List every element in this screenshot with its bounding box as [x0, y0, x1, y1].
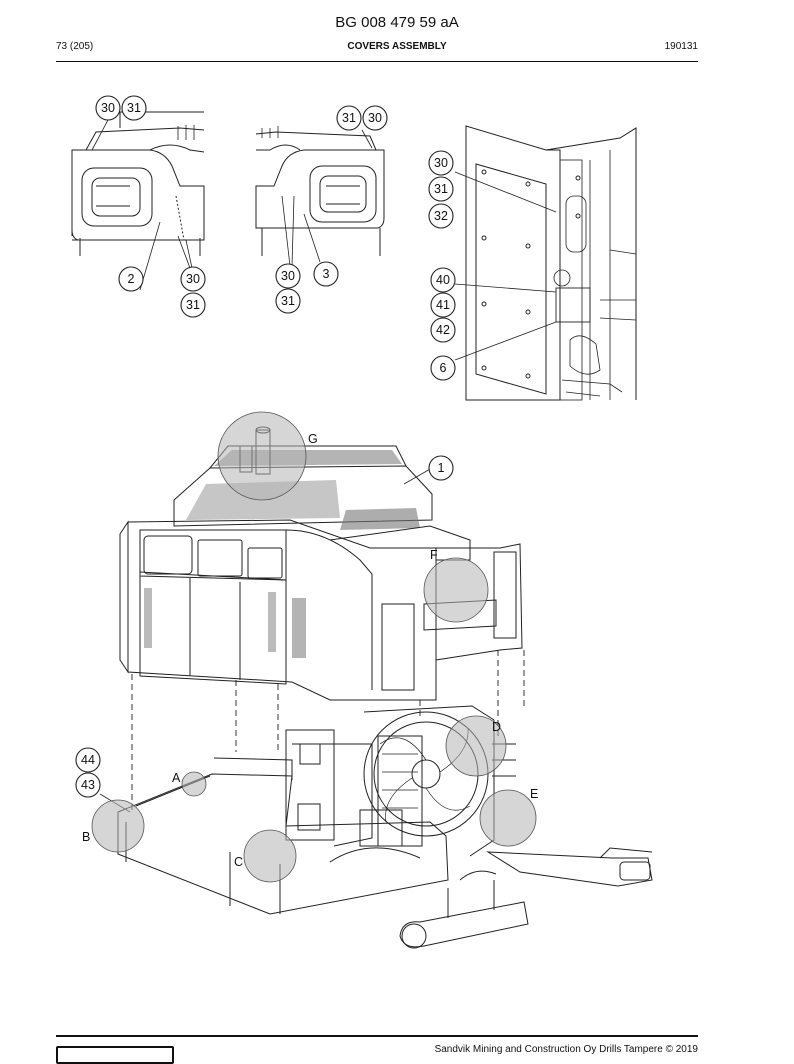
detail-view-left — [71, 111, 205, 291]
detail-circle-e — [479, 789, 537, 847]
callout-31-mid-bottom: 31 — [275, 288, 301, 314]
svg-text:1: 1 — [438, 461, 445, 475]
page-number: 73 (205) — [56, 41, 94, 52]
copyright: Sandvik Mining and Construction Oy Drill… — [434, 1044, 698, 1055]
svg-text:31: 31 — [186, 298, 200, 312]
callout-41: 41 — [430, 292, 456, 318]
svg-text:44: 44 — [81, 753, 95, 767]
detail-letter-b: B — [82, 830, 90, 844]
callout-31-mid-top: 31 — [336, 105, 362, 131]
detail-circle-g — [217, 411, 307, 501]
sandvik-logo — [56, 1046, 174, 1064]
detail-circle-c — [243, 829, 297, 883]
detail-view-middle — [255, 126, 385, 267]
callout-40: 40 — [430, 267, 456, 293]
svg-text:30: 30 — [186, 272, 200, 286]
callout-30-left-top: 30 — [95, 95, 121, 121]
callout-6: 6 — [430, 355, 456, 381]
header-rule — [56, 61, 698, 62]
date-code: 190131 — [664, 41, 698, 52]
detail-letter-c: C — [234, 855, 243, 869]
svg-text:30: 30 — [368, 111, 382, 125]
callout-30-mid-bottom: 30 — [275, 263, 301, 289]
detail-highlights — [91, 411, 537, 883]
detail-letter-f: F — [430, 548, 438, 562]
callout-1: 1 — [428, 455, 454, 481]
svg-text:31: 31 — [342, 111, 356, 125]
svg-text:41: 41 — [436, 298, 450, 312]
alignment-lines — [131, 650, 525, 812]
svg-text:40: 40 — [436, 273, 450, 287]
footer-rule — [56, 1035, 698, 1037]
detail-circle-b — [91, 799, 145, 853]
section-title: COVERS ASSEMBLY — [347, 41, 447, 52]
detail-letter-d: D — [492, 720, 501, 734]
svg-text:2: 2 — [128, 272, 135, 286]
callout-30-left-bottom: 30 — [180, 266, 206, 292]
detail-circle-a — [181, 771, 207, 797]
svg-text:42: 42 — [436, 323, 450, 337]
svg-text:6: 6 — [440, 361, 447, 375]
svg-text:31: 31 — [434, 182, 448, 196]
svg-text:30: 30 — [281, 269, 295, 283]
callout-31-left-top: 31 — [121, 95, 147, 121]
callout-2: 2 — [118, 266, 144, 292]
callout-43: 43 — [75, 772, 101, 798]
detail-view-right — [454, 125, 637, 401]
svg-text:32: 32 — [434, 209, 448, 223]
callout-30-right: 30 — [428, 150, 454, 176]
callout-3: 3 — [313, 261, 339, 287]
detail-letter-g: G — [308, 432, 318, 446]
callout-44: 44 — [75, 747, 101, 773]
svg-text:30: 30 — [434, 156, 448, 170]
detail-circle-d — [445, 715, 507, 777]
svg-text:31: 31 — [281, 294, 295, 308]
callout-30-mid-top: 30 — [362, 105, 388, 131]
svg-text:30: 30 — [101, 101, 115, 115]
svg-text:3: 3 — [323, 267, 330, 281]
document-number: BG 008 479 59 aA — [335, 14, 459, 31]
detail-circle-f — [423, 557, 489, 623]
callout-31-right: 31 — [428, 176, 454, 202]
detail-letter-a: A — [172, 771, 181, 785]
detail-letter-e: E — [530, 787, 538, 801]
svg-text:31: 31 — [127, 101, 141, 115]
svg-text:43: 43 — [81, 778, 95, 792]
callout-32: 32 — [428, 203, 454, 229]
callout-42: 42 — [430, 317, 456, 343]
callout-31-left-bottom: 31 — [180, 292, 206, 318]
main-assembly — [99, 426, 653, 949]
